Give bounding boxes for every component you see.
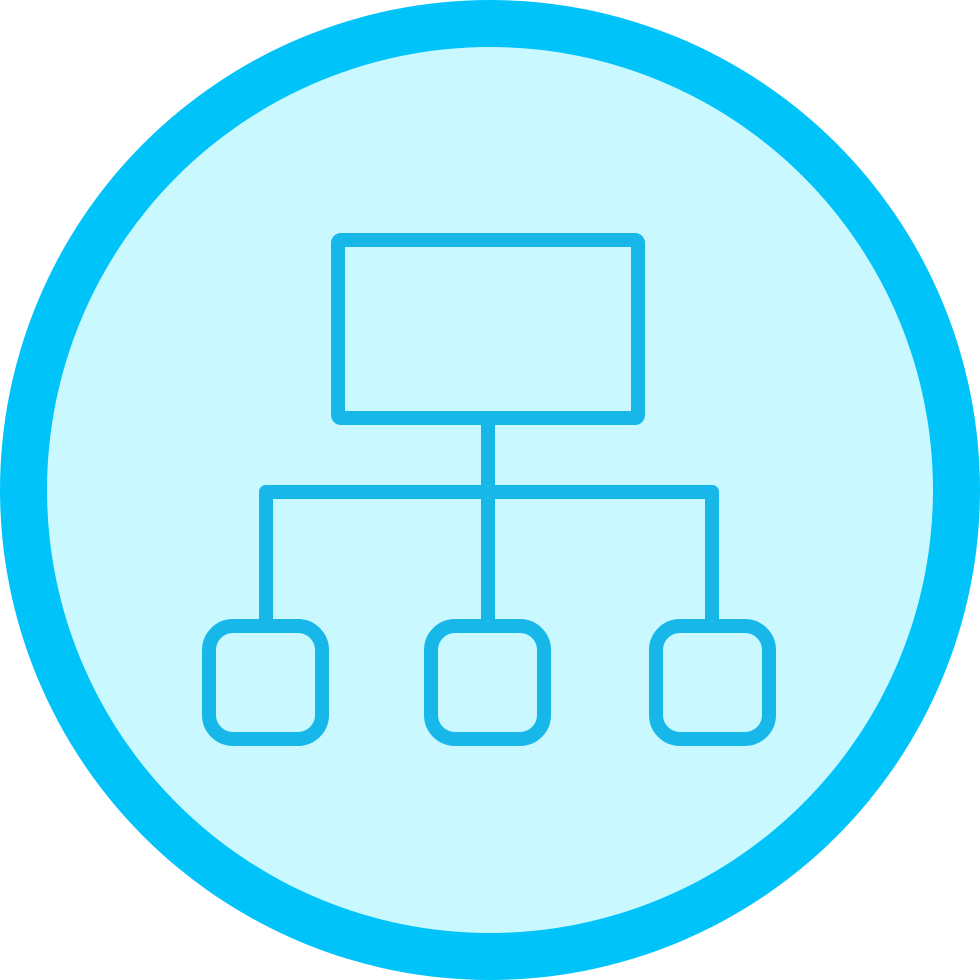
child-node-middle <box>424 619 551 746</box>
org-chart-glyph <box>202 233 776 746</box>
child-node-left <box>202 619 329 746</box>
child-node-right <box>649 619 776 746</box>
